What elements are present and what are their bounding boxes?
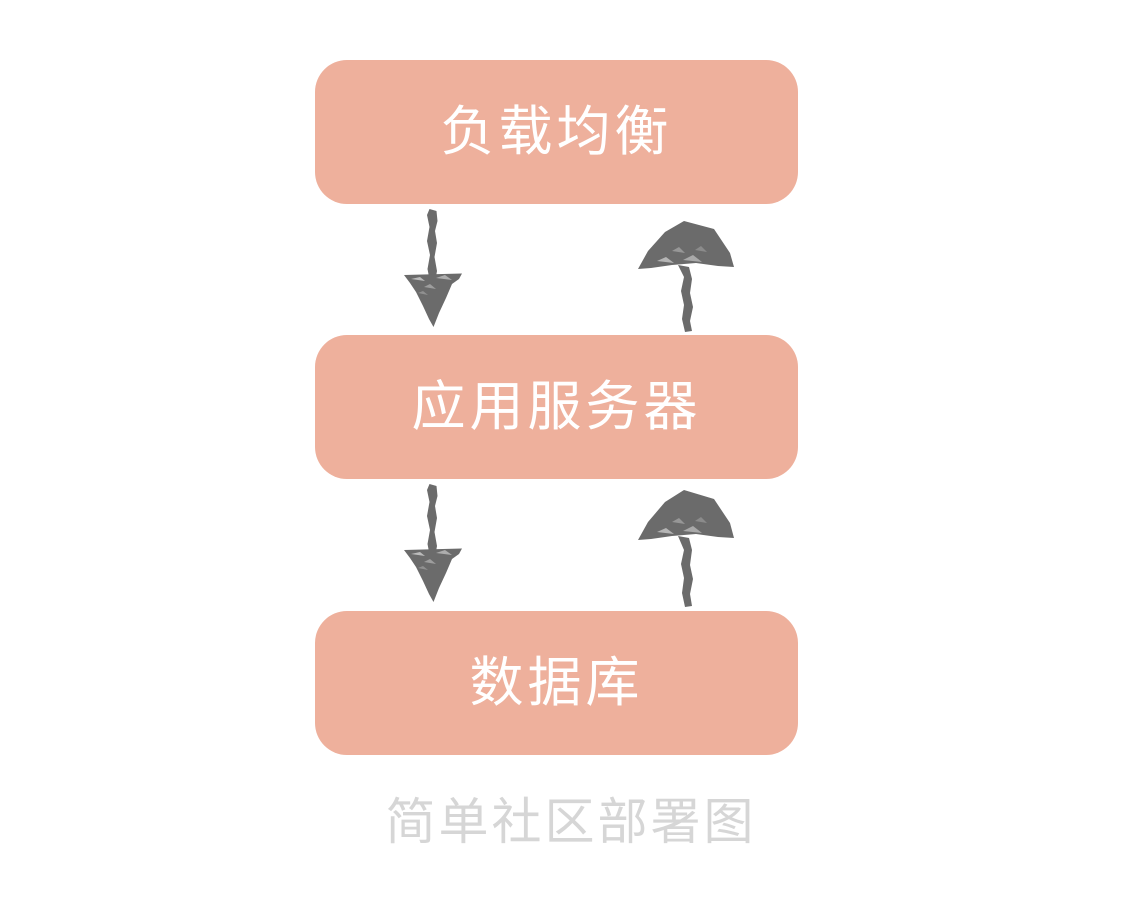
connector-group-app-db xyxy=(380,480,740,612)
node-load-balancer[interactable]: 负载均衡 xyxy=(315,60,798,204)
arrow-down-icon[interactable] xyxy=(404,484,462,602)
connector-group-lb-app xyxy=(380,205,740,337)
node-label-load-balancer: 负载均衡 xyxy=(440,100,673,163)
arrow-up-icon[interactable] xyxy=(638,490,734,607)
node-application-server[interactable]: 应用服务器 xyxy=(315,335,798,479)
node-database[interactable]: 数据库 xyxy=(315,611,798,755)
diagram-caption: 简单社区部署图 xyxy=(385,793,757,851)
node-label-database: 数据库 xyxy=(469,651,644,714)
arrow-up-icon[interactable] xyxy=(638,221,734,332)
node-label-application-server: 应用服务器 xyxy=(411,375,702,438)
arrow-down-icon[interactable] xyxy=(404,209,462,327)
